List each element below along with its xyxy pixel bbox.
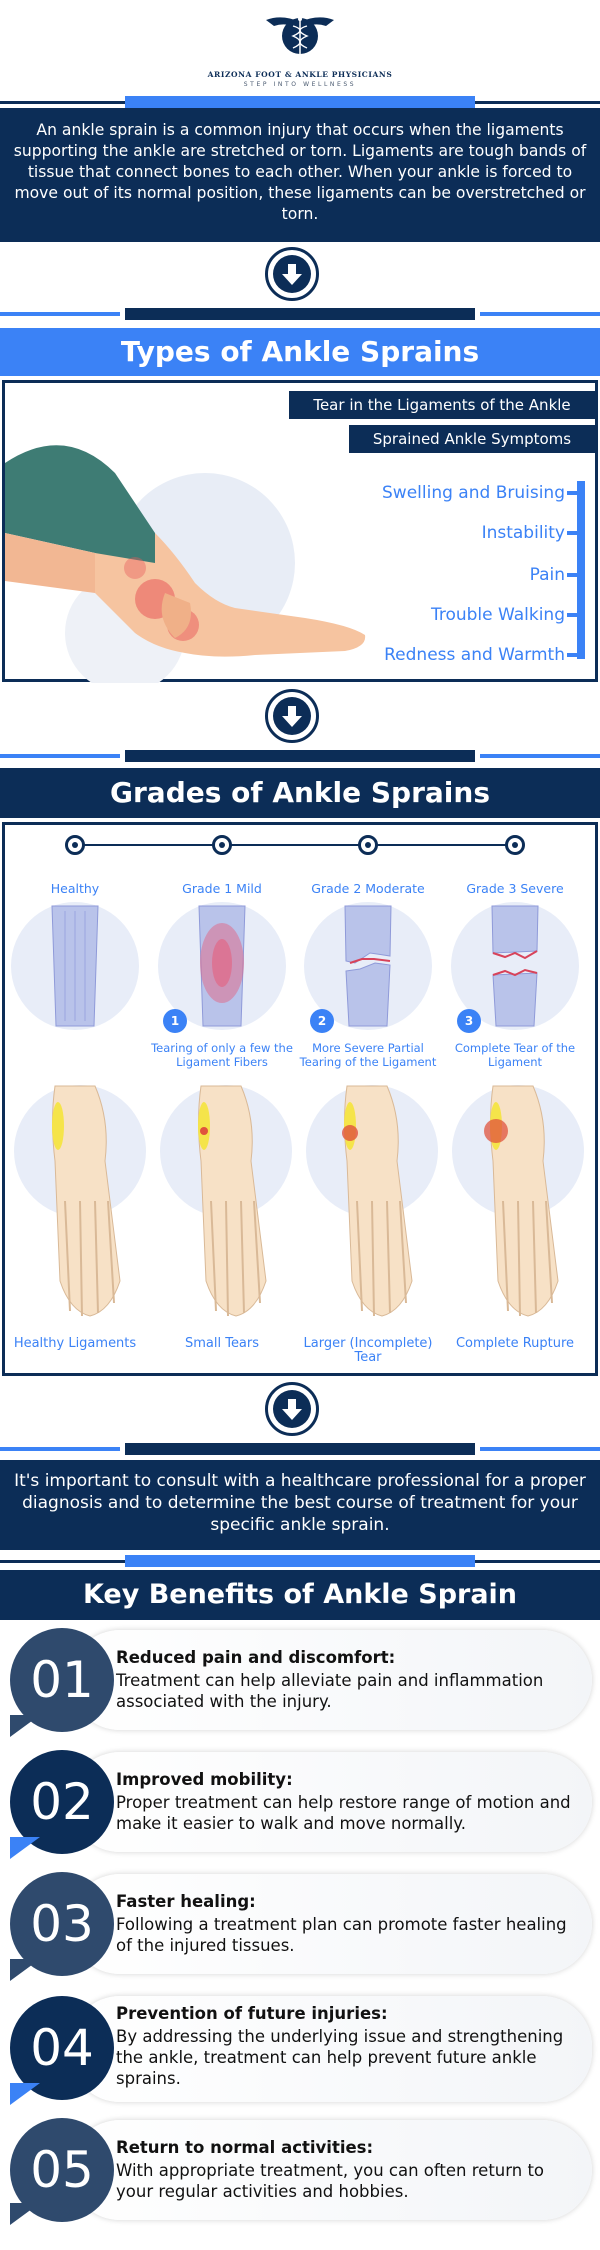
divider-line xyxy=(480,312,600,316)
benefit-number: 03 xyxy=(10,1872,114,1976)
grade-desc-3: Complete Tear of the Ligament xyxy=(454,1041,576,1069)
benefit-title: Faster healing: xyxy=(116,1892,256,1911)
grade-desc-2: More Severe Partial Tearing of the Ligam… xyxy=(299,1041,437,1069)
consult-panel: It's important to consult with a healthc… xyxy=(0,1460,600,1550)
benefit-text: By addressing the underlying issue and s… xyxy=(116,2027,564,2088)
grades-panel: Healthy Grade 1 Mild Grade 2 Moderate Gr… xyxy=(2,822,598,1376)
benefit-card xyxy=(70,1630,592,1730)
benefit-card xyxy=(70,2120,592,2220)
grade-number-badge: 1 xyxy=(163,1009,187,1033)
consult-text: It's important to consult with a healthc… xyxy=(14,1471,586,1535)
divider-line xyxy=(0,754,120,758)
foot-skeleton-icon xyxy=(14,1085,584,1317)
down-arrow-icon xyxy=(265,1382,319,1436)
intro-panel: An ankle sprain is a common injury that … xyxy=(0,108,600,242)
ligament-icon xyxy=(11,902,579,1030)
benefit-number-tail xyxy=(10,2203,40,2225)
grade-label-healthy: Healthy xyxy=(50,881,100,896)
grade-label-2: Grade 2 Moderate xyxy=(311,881,425,896)
timeline-dot xyxy=(212,835,232,855)
benefit-title: Reduced pain and discomfort: xyxy=(116,1648,396,1667)
benefit-text: Following a treatment plan can promote f… xyxy=(116,1915,567,1955)
symptom-redness: Redness and Warmth xyxy=(384,645,565,665)
bracket-tick xyxy=(567,653,579,657)
benefit-text: Proper treatment can help restore range … xyxy=(116,1793,571,1833)
symptom-pain: Pain xyxy=(529,565,565,585)
bracket-tick xyxy=(567,573,579,577)
grade-label-1: Grade 1 Mild xyxy=(182,881,262,896)
symptoms-tag: Sprained Ankle Symptoms xyxy=(349,425,595,453)
foot-label-larger: Larger (Incomplete) Tear xyxy=(303,1336,433,1365)
types-panel: Tear in the Ligaments of the Ankle Sprai… xyxy=(2,380,598,683)
divider-bar xyxy=(125,750,475,762)
divider-bar xyxy=(125,308,475,320)
benefit-number-tail xyxy=(10,2083,40,2105)
bracket-tick xyxy=(567,613,579,617)
symptom-bracket xyxy=(577,481,585,659)
down-arrow-icon xyxy=(265,689,319,743)
benefit-title: Return to normal activities: xyxy=(116,2138,374,2157)
benefits-title: Key Benefits of Ankle Sprain Treatment xyxy=(0,1570,600,1660)
benefit-number-tail xyxy=(10,1715,40,1737)
symptom-swelling: Swelling and Bruising xyxy=(382,483,565,503)
types-title: Types of Ankle Sprains xyxy=(0,328,600,376)
divider-bar xyxy=(125,1555,475,1567)
grade-desc-1: Tearing of only a few the Ligament Fiber… xyxy=(151,1041,293,1069)
foot-label-small: Small Tears xyxy=(184,1336,260,1351)
grades-timeline xyxy=(75,844,520,846)
logo: ARIZONA FOOT & ANKLE PHYSICIANS STEP INT… xyxy=(0,8,600,88)
benefit-card xyxy=(70,1752,592,1852)
bracket-tick xyxy=(567,491,579,495)
benefit-number: 01 xyxy=(10,1628,114,1732)
down-arrow-icon xyxy=(265,247,319,301)
divider-bar xyxy=(125,1443,475,1455)
timeline-dot xyxy=(65,835,85,855)
grade-number-badge: 2 xyxy=(310,1009,334,1033)
divider-line xyxy=(480,754,600,758)
benefit-card xyxy=(70,1874,592,1974)
timeline-dot xyxy=(505,835,525,855)
divider-line xyxy=(0,1447,120,1451)
benefit-text: With appropriate treatment, you can ofte… xyxy=(116,2161,545,2201)
brand-name: ARIZONA FOOT & ANKLE PHYSICIANS xyxy=(207,70,393,79)
symptom-trouble-walking: Trouble Walking xyxy=(430,605,565,625)
benefit-card xyxy=(70,1996,592,2102)
symptom-instability: Instability xyxy=(481,523,565,543)
timeline-dot xyxy=(358,835,378,855)
foot-label-healthy: Healthy Ligaments xyxy=(13,1336,137,1351)
intro-text: An ankle sprain is a common injury that … xyxy=(13,121,587,223)
leg-illustration xyxy=(5,445,366,683)
benefit-text: Treatment can help alleviate pain and in… xyxy=(116,1671,544,1711)
benefit-title: Prevention of future injuries: xyxy=(116,2004,388,2023)
divider-bar xyxy=(125,96,475,108)
caduceus-logo-icon xyxy=(262,8,338,64)
divider-line xyxy=(0,312,120,316)
benefit-number-tail xyxy=(10,1959,40,1981)
grade-number-badge: 3 xyxy=(457,1009,481,1033)
benefit-number: 02 xyxy=(10,1750,114,1854)
grade-label-3: Grade 3 Severe xyxy=(466,881,564,896)
grades-title: Grades of Ankle Sprains xyxy=(0,768,600,818)
benefit-title: Improved mobility: xyxy=(116,1770,293,1789)
divider-line xyxy=(480,1447,600,1451)
benefit-number-tail xyxy=(10,1837,40,1859)
benefit-number: 04 xyxy=(10,1996,114,2100)
brand-tagline: STEP INTO WELLNESS xyxy=(243,81,357,88)
bracket-tick xyxy=(567,531,579,535)
foot-label-rupture: Complete Rupture xyxy=(455,1336,575,1351)
tear-tag: Tear in the Ligaments of the Ankle xyxy=(289,391,595,419)
